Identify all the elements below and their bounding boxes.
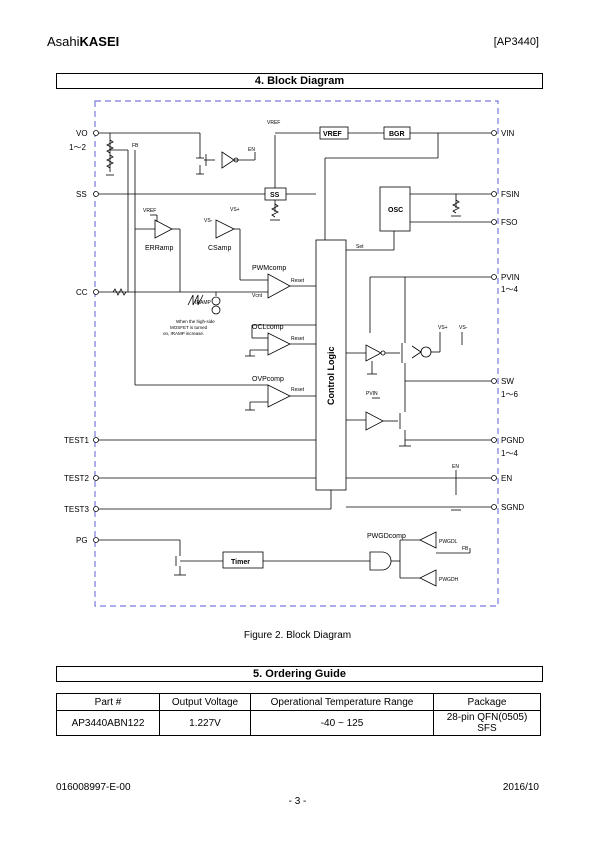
block-vref: VREF xyxy=(323,131,342,138)
header-temperature: Operational Temperature Range xyxy=(250,693,434,711)
label-pwgdh: PWGDH xyxy=(439,577,459,583)
label-reset-3: Reset xyxy=(291,387,305,393)
pin-pgnd-range: 1～4 xyxy=(501,449,518,458)
pin-ss: SS xyxy=(76,190,87,199)
label-fb-2: FB xyxy=(462,546,469,552)
cell-package: 28-pin QFN(0505) SFS xyxy=(433,710,541,736)
label-reset-1: Reset xyxy=(291,278,305,284)
header-package: Package xyxy=(433,693,541,711)
label-pwmcomp: PWMcomp xyxy=(252,265,286,272)
block-control-logic: Control Logic xyxy=(326,347,336,406)
pin-test2: TEST2 xyxy=(64,474,89,483)
label-oclcomp: OCLcomp xyxy=(252,324,284,331)
label-vs-plus: VS+ xyxy=(230,207,240,213)
label-set: Set xyxy=(356,244,364,250)
pin-cc: CC xyxy=(76,288,88,297)
label-ovpcomp: OVPcomp xyxy=(252,376,284,383)
label-fb: FB xyxy=(132,143,139,149)
chip-boundary xyxy=(94,100,499,607)
header-part: Part # xyxy=(56,693,160,711)
cell-output-voltage: 1.227V xyxy=(159,710,251,736)
cell-temperature: -40 ~ 125 xyxy=(250,710,434,736)
note-line-2: MOSFET is turned xyxy=(170,325,208,330)
label-vs-minus-2: VS- xyxy=(459,325,468,331)
page-number: - 3 - xyxy=(288,796,307,807)
footer-doc-number: 016008997-E-00 xyxy=(56,782,131,793)
label-vref-amp: VREF xyxy=(143,208,156,214)
note-line-3: on, IRAMP increase. xyxy=(163,331,204,336)
label-vs-plus-2: VS+ xyxy=(438,325,448,331)
pin-en: EN xyxy=(501,474,512,483)
section-title-block-diagram: 4. Block Diagram xyxy=(56,73,543,89)
ordering-table: Part # Output Voltage Operational Temper… xyxy=(56,693,541,736)
pin-pg: PG xyxy=(76,536,88,545)
section-title-ordering-guide: 5. Ordering Guide xyxy=(56,666,543,682)
block-osc: OSC xyxy=(388,207,403,214)
footer-date: 2016/10 xyxy=(502,782,539,793)
pin-vo: VO xyxy=(76,129,88,138)
label-pwgdl: PWGDL xyxy=(439,539,458,545)
label-en-2: EN xyxy=(452,464,459,470)
block-timer: Timer xyxy=(231,559,250,566)
pin-sw: SW xyxy=(501,377,514,386)
label-en: EN xyxy=(248,147,255,153)
header-output-voltage: Output Voltage xyxy=(159,693,251,711)
table-header-row: Part # Output Voltage Operational Temper… xyxy=(56,693,541,711)
pin-test1: TEST1 xyxy=(64,436,89,445)
cell-part: AP3440ABN122 xyxy=(56,710,160,736)
pin-vo-range: 1～2 xyxy=(69,143,86,152)
label-vcnt: Vcnt xyxy=(252,293,263,299)
pin-pgnd: PGND xyxy=(501,436,524,445)
label-pvin-inner: PVIN xyxy=(366,391,378,397)
doc-id: [AP3440] xyxy=(493,36,539,48)
table-row: AP3440ABN122 1.227V -40 ~ 125 28-pin QFN… xyxy=(56,710,541,736)
label-vs-minus: VS- xyxy=(204,218,213,224)
label-pwgdcomp: PWGDcomp xyxy=(367,533,406,540)
label-iramp: IRAMP xyxy=(195,300,212,306)
pin-sgnd: SGND xyxy=(501,503,524,512)
label-vref-top: VREF xyxy=(267,120,280,126)
pin-fso: FSO xyxy=(501,218,517,227)
label-reset-2: Reset xyxy=(291,336,305,342)
pin-pvin-range: 1～4 xyxy=(501,285,518,294)
block-bgr: BGR xyxy=(389,131,405,138)
label-erramp: ERRamp xyxy=(145,245,174,252)
asahi-kasei-logo: AsahiKASEI xyxy=(47,34,120,49)
label-csamp: CSamp xyxy=(208,245,231,252)
note-line-1: When the high-side xyxy=(176,319,215,324)
pin-pvin: PVIN xyxy=(501,273,520,282)
block-ss: SS xyxy=(270,192,280,199)
pin-fsin: FSIN xyxy=(501,190,519,199)
pin-sw-range: 1～6 xyxy=(501,390,518,399)
pin-vin: VIN xyxy=(501,129,515,138)
figure-caption: Figure 2. Block Diagram xyxy=(243,630,352,641)
pin-test3: TEST3 xyxy=(64,505,89,514)
